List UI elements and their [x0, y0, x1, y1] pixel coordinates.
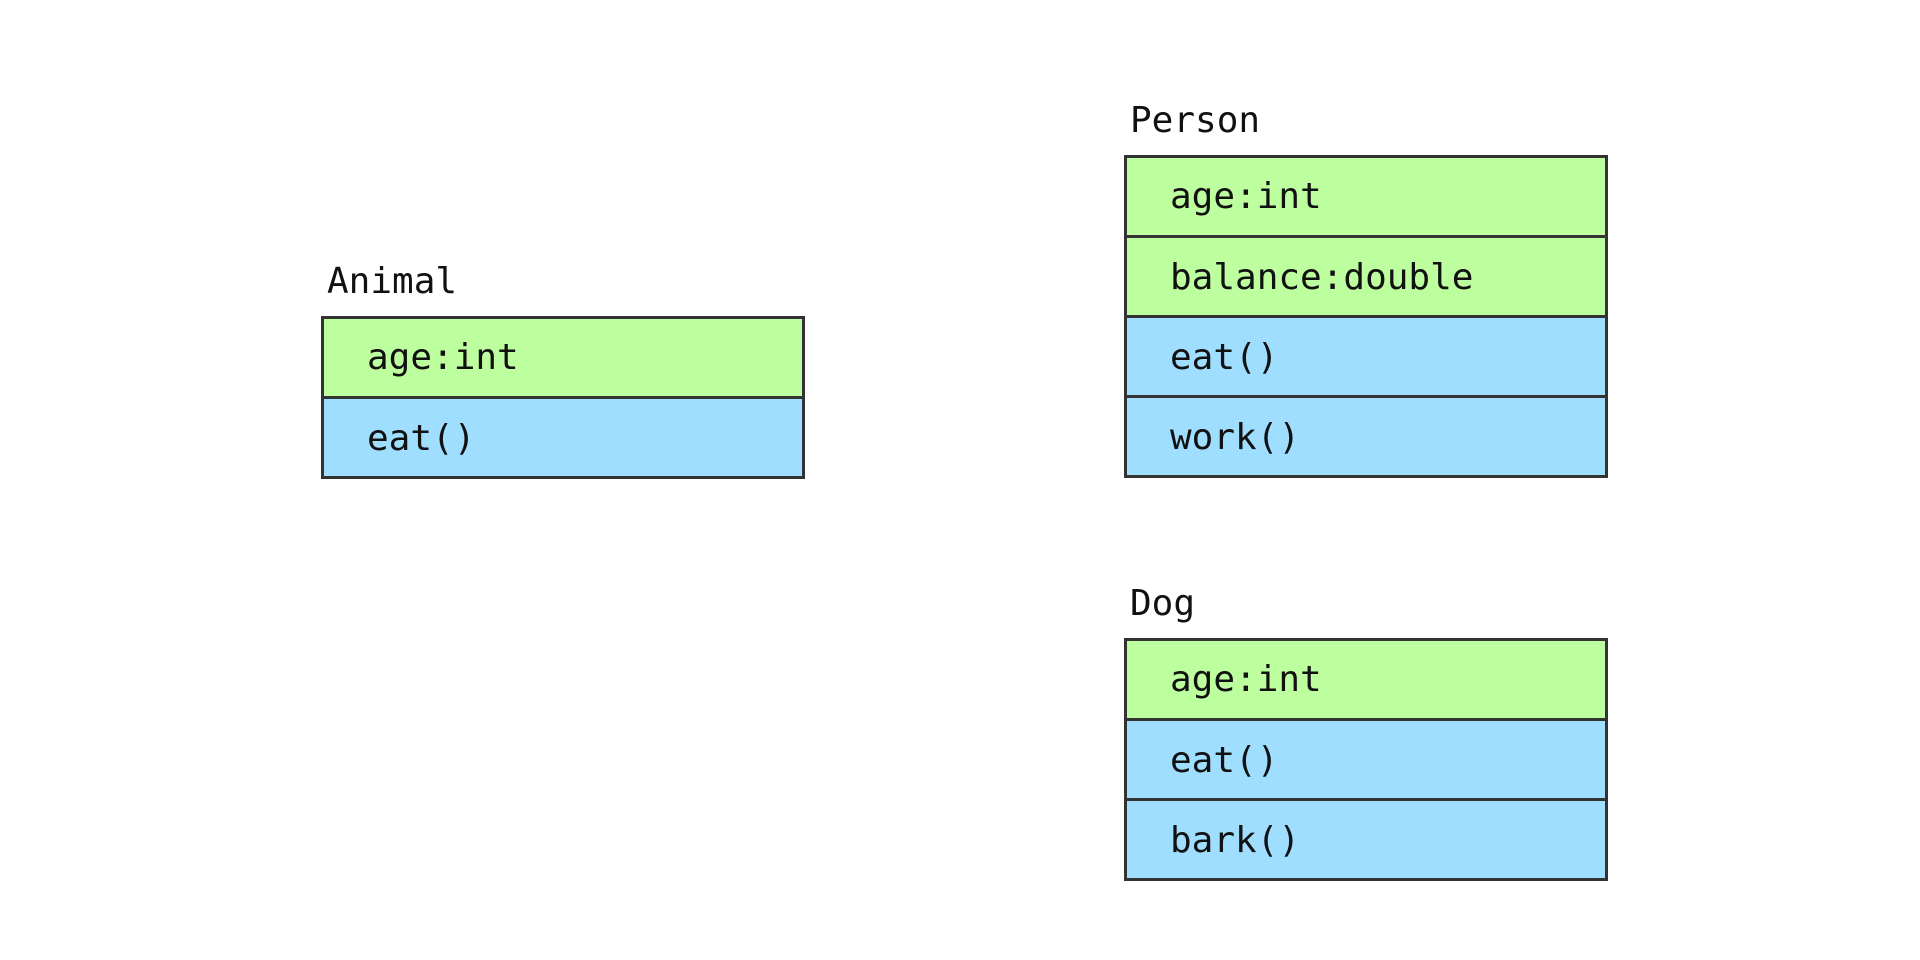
method-row: bark(): [1127, 798, 1605, 878]
field-row: age:int: [1127, 641, 1605, 718]
method-row: work(): [1127, 395, 1605, 475]
method-row: eat(): [1127, 718, 1605, 798]
class-box: age:int eat(): [321, 316, 805, 479]
class-person: Person age:int balance:double eat() work…: [1124, 99, 1608, 478]
class-title: Dog: [1130, 583, 1196, 624]
class-box: age:int eat() bark(): [1124, 638, 1608, 881]
class-title: Animal: [327, 261, 458, 302]
class-dog: Dog age:int eat() bark(): [1124, 582, 1608, 881]
class-title: Person: [1130, 100, 1261, 141]
method-row: eat(): [324, 396, 802, 476]
field-row: age:int: [1127, 158, 1605, 235]
field-row: balance:double: [1127, 235, 1605, 315]
class-animal: Animal age:int eat(): [321, 260, 805, 479]
field-row: age:int: [324, 319, 802, 396]
method-row: eat(): [1127, 315, 1605, 395]
class-box: age:int balance:double eat() work(): [1124, 155, 1608, 478]
